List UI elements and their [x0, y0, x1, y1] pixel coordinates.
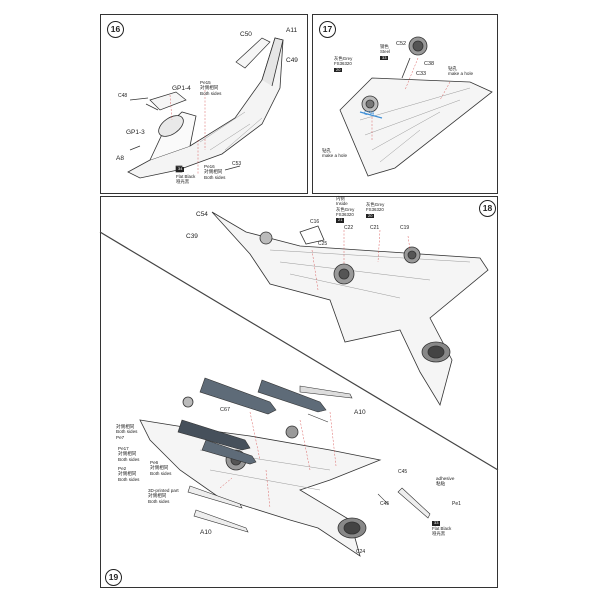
callout-a10-bottom: A10: [200, 529, 212, 536]
callout-a8: A8: [116, 155, 124, 162]
callout-c21: C21: [370, 225, 380, 231]
callout-c67: C67: [220, 407, 231, 413]
callout-c48: C48: [118, 93, 128, 99]
step17-leader-lines: [371, 57, 451, 140]
callout-c39: C39: [186, 233, 198, 240]
paint-flat-black-16: Flat Black 哑光黑: [176, 174, 196, 185]
paint-inside-grey: 内侧 Inside 灰色Grey FS36320 21: [336, 196, 355, 223]
callout-a11: A11: [286, 27, 298, 34]
callout-c50: C50: [240, 31, 252, 38]
note-pe17: Pe17 対側相同 Both sides: [118, 446, 140, 462]
callout-c19: C19: [400, 225, 410, 231]
callout-c45-bottom: C45: [380, 501, 390, 507]
note-pe2: Pe2 対側相同 Both sides: [118, 466, 140, 482]
paint-grey-18: 灰色Grey FS36320 20: [366, 202, 385, 219]
step18-leader-lines: [311, 229, 411, 291]
step19-leader-lines: [219, 411, 337, 509]
step-16-number: 16: [107, 21, 124, 38]
note-3d-printed: 3D-printed part 対側相同 Both sides: [148, 488, 179, 504]
callout-c22: C22: [344, 225, 354, 231]
note-hole-left: 钻孔 make a hole: [322, 148, 348, 159]
step19-bombs: [177, 377, 353, 465]
callout-c45-top: C45: [398, 469, 408, 475]
callout-gp1-3: GP1-3: [126, 129, 145, 136]
step16-fuselage: [127, 37, 284, 179]
step-divider: [99, 231, 499, 471]
callout-c49: C49: [286, 57, 298, 64]
callout-c34: C34: [364, 111, 375, 117]
step-18-number: 18: [479, 200, 496, 217]
paint-grey-17: 灰色Grey FS36320 20: [334, 56, 353, 73]
step16-leader-lines: [169, 90, 206, 175]
callout-a10-top: A10: [354, 409, 366, 416]
step19-missiles: [187, 485, 431, 533]
note-pe15: Pe15 対側相同 Both sides: [200, 80, 222, 96]
callout-c53: C53: [232, 161, 242, 167]
paint-flat-black-19: 33 Flat Black 哑光黑: [432, 520, 452, 537]
callout-c54: C54: [196, 211, 208, 218]
note-hole-right: 钻孔 make a hole: [448, 66, 474, 77]
step-19-number: 19: [105, 569, 122, 586]
callout-c52: C52: [396, 41, 407, 47]
paint-steel: 钢色 Steel 33: [380, 44, 391, 61]
note-adhesive: adhesive 粘贴: [436, 476, 455, 487]
paint-code-16: 34: [176, 166, 185, 172]
callout-gp1-4: GP1-4: [172, 85, 191, 92]
step-17-number: 17: [319, 21, 336, 38]
callout-c33: C33: [416, 71, 427, 77]
note-pe16: Pe16 対側相同 Both sides: [204, 164, 226, 180]
step18-airframe: [211, 211, 489, 407]
step17-wing: [339, 36, 493, 177]
callout-pe1: Pe1: [452, 501, 461, 507]
step19-airframe: [139, 396, 382, 557]
callout-c16: C16: [310, 219, 320, 225]
note-pe7: 対側相同 Both sides Pe7: [116, 424, 138, 440]
callout-c38: C38: [424, 61, 435, 67]
callout-c24: C24: [356, 549, 366, 555]
callout-c25: C25: [318, 241, 328, 247]
note-pe6: Pe6 対側相同 Both sides: [150, 460, 172, 476]
